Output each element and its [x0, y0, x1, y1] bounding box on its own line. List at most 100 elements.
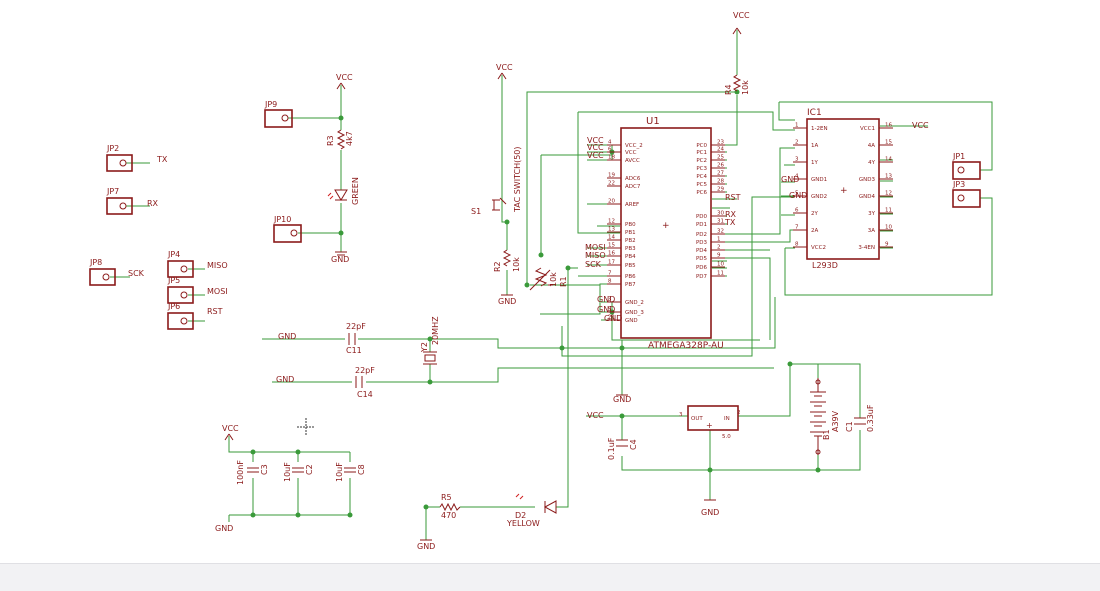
svg-text:+: +: [662, 221, 670, 231]
svg-text:S1: S1: [471, 207, 481, 216]
header-jp1[interactable]: JP1: [952, 152, 981, 180]
header-jp7[interactable]: JP7 RX: [106, 187, 159, 215]
u1-pin-number: 6: [608, 147, 612, 153]
header-jp2[interactable]: JP2 TX: [106, 144, 168, 172]
ic1-pin-number: 5: [795, 191, 799, 197]
battery-b1[interactable]: B1 A39V: [810, 378, 840, 455]
svg-text:JP6: JP6: [167, 302, 180, 311]
svg-text:5.0: 5.0: [722, 434, 731, 440]
u1-pin-number: 32: [717, 229, 724, 235]
resistor-r3[interactable]: R3 4k7: [326, 129, 354, 150]
svg-text:TX: TX: [156, 155, 168, 164]
led-yellow[interactable]: D2 YELLOW: [506, 493, 557, 528]
u1-pin-name: PB3: [625, 246, 636, 252]
svg-text:10k: 10k: [512, 257, 521, 272]
crystal-y2[interactable]: Y2 20MHZ: [420, 316, 440, 365]
status-bar: [0, 563, 1100, 591]
svg-text:22pF: 22pF: [355, 366, 375, 375]
svg-text:C8: C8: [357, 464, 366, 475]
ic1-pin-name: 4A: [868, 143, 875, 149]
gnd-label-u1: GND: [613, 395, 631, 404]
u1-left-pins: VCC_24VCC6AVCC18ADC619ADC722AREF20PB012P…: [607, 140, 644, 324]
u1-pin-number: 19: [608, 173, 615, 179]
svg-text:YELLOW: YELLOW: [506, 519, 540, 528]
ic1-motor-driver[interactable]: IC1 L293D + 1-2EN11A21Y3GND14GND252Y62A7…: [793, 108, 893, 270]
u1-pin-name: ADC6: [625, 176, 641, 182]
ic1-pin-number: 6: [795, 208, 799, 214]
ic1-pin-number: 9: [885, 242, 889, 248]
svg-text:OUT: OUT: [691, 416, 703, 422]
header-jp10[interactable]: JP10: [273, 215, 302, 243]
capacitor-c3[interactable]: C3 100nF: [236, 460, 269, 485]
potentiometer-r1[interactable]: R1 10k: [529, 267, 568, 291]
capacitor-c4[interactable]: C4 0.1uF: [607, 437, 638, 460]
schematic-canvas[interactable]: VCC VCC VCC VCC VCC VCC VCC VCC VCC GND …: [0, 0, 1100, 560]
capacitor-c14[interactable]: 22pF C14: [355, 366, 375, 399]
u1-pin-number: 3: [608, 297, 612, 303]
u1-name: U1: [646, 116, 660, 127]
gnd-label-r5: GND: [417, 542, 435, 551]
u1-pin-number: 1: [717, 237, 721, 243]
gnd-label-r2: GND: [498, 297, 516, 306]
u1-pin-number: 9: [717, 253, 721, 259]
led-green[interactable]: GREEN: [327, 177, 360, 205]
header-jp3[interactable]: JP3: [952, 180, 981, 208]
resistor-r4[interactable]: R4 10k: [724, 74, 750, 95]
svg-text:MISO: MISO: [207, 261, 228, 270]
u1-pin-number: 14: [608, 235, 615, 241]
header-jp6[interactable]: JP6 RST: [167, 302, 223, 330]
header-jp5[interactable]: JP5 MOSI: [167, 276, 228, 304]
ic1-pin-number: 12: [885, 191, 892, 197]
resistor-r5[interactable]: R5 470: [439, 493, 461, 520]
ic1-pin-number: 3: [795, 157, 799, 163]
resistor-r2[interactable]: R2 10k: [493, 249, 521, 272]
svg-text:JP8: JP8: [89, 258, 102, 267]
svg-text:A39V: A39V: [831, 410, 840, 432]
u1-pin-name: PC5: [696, 182, 707, 188]
gnd-label-u1c: GND: [604, 314, 622, 323]
u1-pin-number: 26: [717, 163, 724, 169]
u1-pin-number: 27: [717, 171, 724, 177]
u1-pin-name: PD3: [696, 240, 708, 246]
net-labels: RST RX TX MOSI MISO SCK: [585, 193, 741, 269]
u1-pin-name: VCC_2: [625, 143, 643, 149]
switch-s1[interactable]: S1 TAC SWITCH(50): [471, 146, 522, 216]
svg-text:+: +: [706, 421, 713, 430]
svg-text:TAC SWITCH(50): TAC SWITCH(50): [513, 146, 522, 213]
svg-text:+: +: [840, 186, 848, 196]
ic1-pin-number: 16: [885, 123, 892, 129]
gnd-label-reg: GND: [701, 508, 719, 517]
u1-pin-number: 22: [608, 181, 615, 187]
voltage-regulator[interactable]: OUT IN 3 2 5.0 +: [679, 405, 741, 440]
ic1-pin-number: 4: [795, 174, 799, 180]
svg-text:0.1uF: 0.1uF: [607, 437, 616, 460]
schematic-svg: VCC VCC VCC VCC VCC VCC VCC VCC VCC GND …: [89, 11, 993, 551]
header-jp9[interactable]: JP9: [264, 100, 293, 128]
svg-text:JP10: JP10: [273, 215, 291, 224]
gnd-label-ic1a: GND: [781, 175, 799, 184]
svg-text:100nF: 100nF: [236, 460, 245, 485]
u1-pin-number: 12: [608, 219, 615, 225]
capacitor-c1[interactable]: C1 0.33uF: [845, 404, 875, 432]
svg-text:JP2: JP2: [106, 144, 119, 153]
header-jp4[interactable]: JP4 MISO: [167, 250, 228, 278]
svg-text:R2: R2: [493, 261, 502, 272]
u1-pin-name: PB1: [625, 230, 636, 236]
capacitor-c8[interactable]: C8 10uF: [335, 462, 366, 482]
header-jp8[interactable]: JP8 SCK: [89, 258, 145, 286]
u1-pin-name: GND_2: [625, 300, 644, 306]
capacitor-c2[interactable]: C2 10uF: [283, 462, 314, 482]
vcc-label-top: VCC: [733, 11, 750, 20]
gnd-label-c11: GND: [278, 332, 296, 341]
ic1-pin-name: 1A: [811, 143, 818, 149]
gnd-label-c14: GND: [276, 375, 294, 384]
u1-pin-number: 4: [608, 140, 612, 146]
u1-right-pins: PC023PC124PC225PC326PC427PC528PC629PD030…: [696, 140, 725, 280]
ic1-pin-name: 1-2EN: [811, 126, 828, 132]
ic1-pin-name: 4Y: [868, 160, 875, 166]
u1-pin-number: 8: [608, 279, 612, 285]
u1-microcontroller[interactable]: U1 ATMEGA328P-AU + VCC_24VCC6AVCC18ADC61…: [607, 116, 725, 351]
u1-pin-name: PB4: [625, 254, 636, 260]
capacitor-c11[interactable]: 22pF C11: [346, 322, 366, 355]
